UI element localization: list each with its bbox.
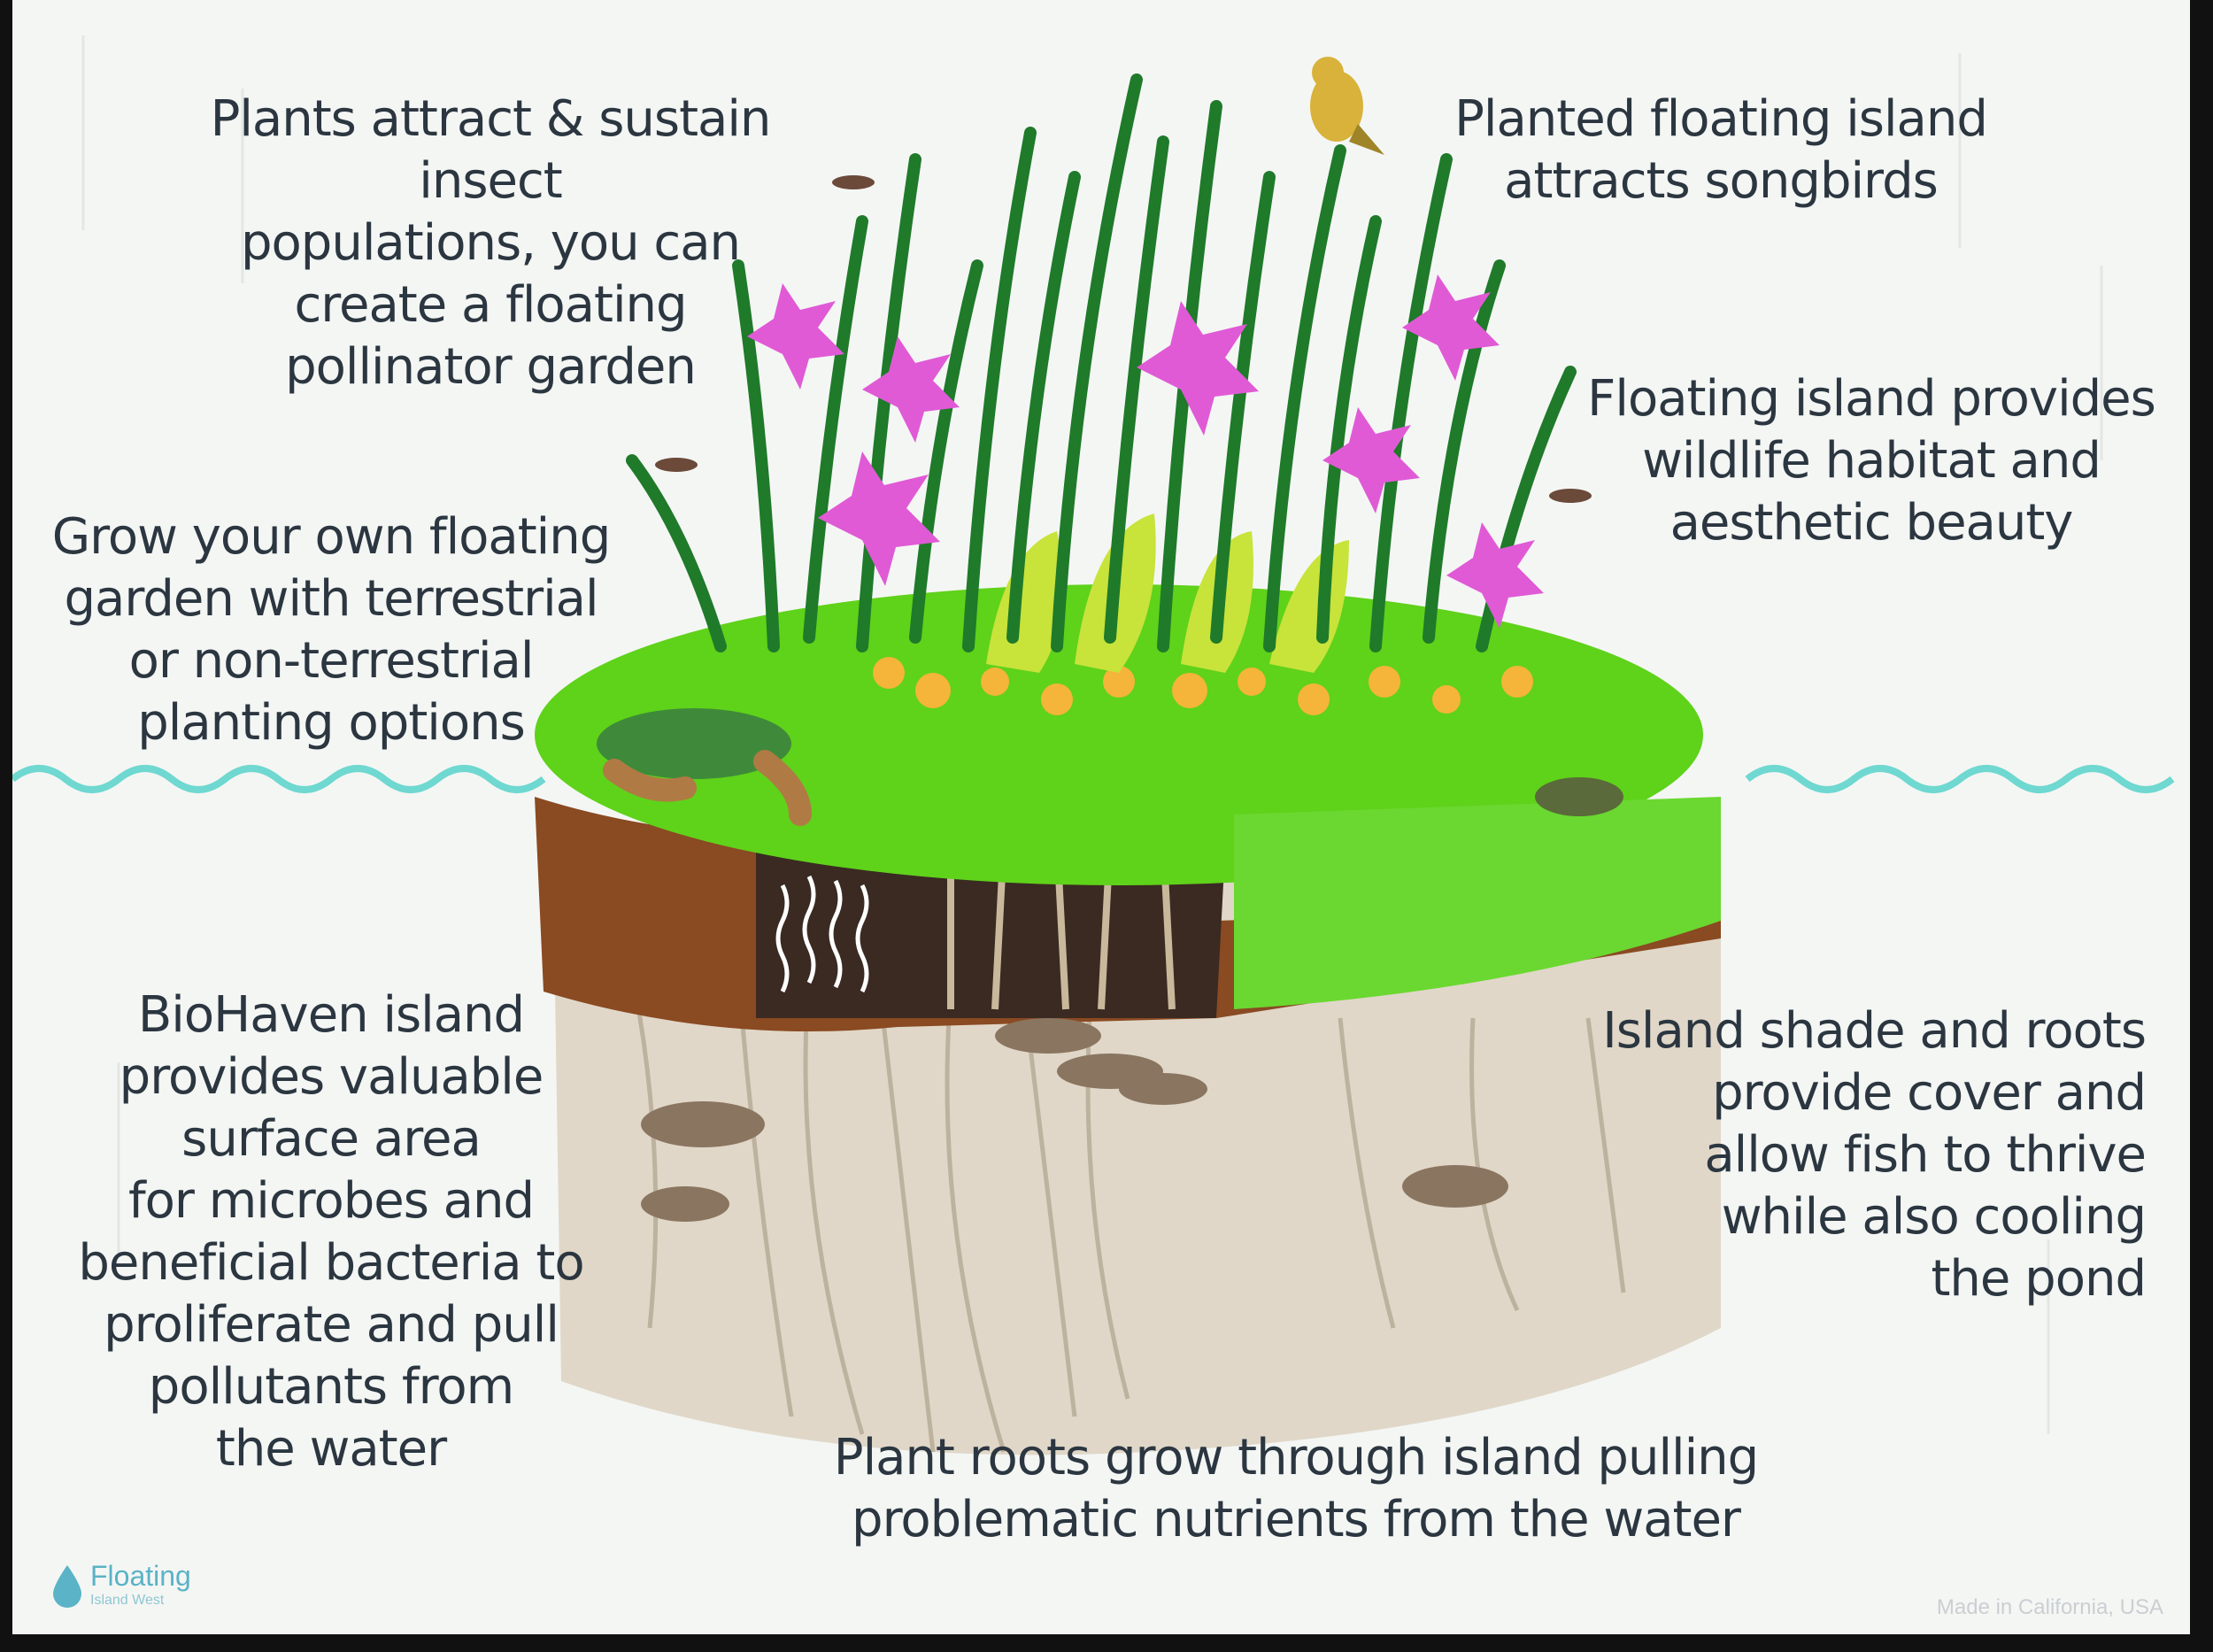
pink-flowers	[747, 274, 1544, 629]
fish	[641, 1018, 1508, 1222]
brand-logo: Floating Island West	[50, 1558, 227, 1620]
water-line-left	[12, 765, 546, 793]
yellow-flowers	[873, 657, 1533, 715]
reeds	[626, 73, 1577, 652]
label-biohaven: BioHaven island provides valuable surfac…	[78, 986, 584, 1478]
infographic-frame: Plants attract & sustain insect populati…	[12, 0, 2190, 1634]
label-pollinator-garden: Plants attract & sustain insect populati…	[210, 90, 772, 396]
floating-island-illustration	[12, 35, 2175, 1455]
dragonflies	[655, 175, 1592, 503]
label-songbirds: Planted floating island attracts songbir…	[1454, 90, 1988, 210]
water-drop-icon	[53, 1565, 81, 1608]
label-wildlife-habitat: Floating island provides wildlife habita…	[1587, 370, 2156, 552]
label-island-shade: Island shade and roots provide cover and…	[1602, 1002, 2147, 1308]
label-plant-roots: Plant roots grow through island pulling …	[833, 1429, 1759, 1548]
background-brush-strokes	[81, 35, 2103, 1434]
brand-tagline: Island West	[90, 1593, 165, 1608]
turtle	[597, 708, 812, 826]
label-grow-garden: Grow your own floating garden with terre…	[51, 508, 612, 752]
songbird	[1310, 57, 1384, 155]
water-line-right	[1745, 765, 2175, 793]
made-in-footnote: Made in California, USA	[1936, 1595, 2163, 1619]
brand-name: Floating	[90, 1560, 191, 1592]
frog	[1535, 777, 1623, 816]
